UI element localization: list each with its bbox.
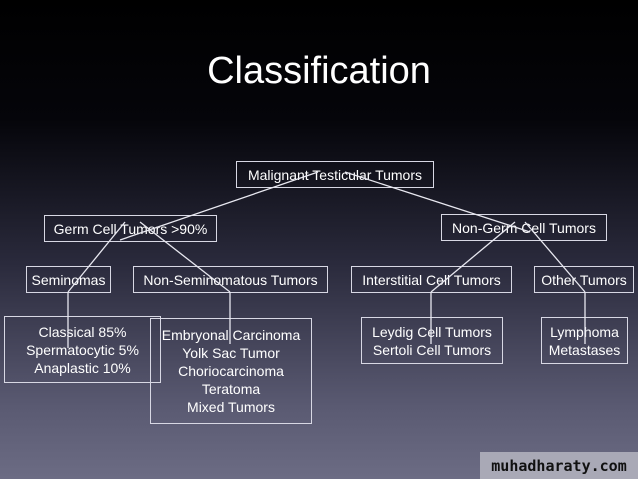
leaf-text: Yolk Sac Tumor — [182, 345, 280, 361]
node-malignant-testicular-tumors: Malignant Testicular Tumors — [236, 161, 434, 188]
leaf-text: Classical 85% — [38, 323, 127, 340]
node-other-tumors: Other Tumors — [534, 266, 634, 293]
leaf-text: Teratoma — [201, 381, 261, 397]
leaf-text: Anaplastic 10% — [34, 359, 131, 376]
connector — [430, 221, 516, 293]
leaf-text: Mixed Tumors — [187, 399, 275, 415]
leaf-text: Choriocarcinoma — [178, 363, 284, 379]
node-non-germ-cell-tumors: Non-Germ Cell Tumors — [441, 214, 607, 241]
leaf-text: Sertoli Cell Tumors — [372, 341, 492, 358]
leaf-text: Embryonal Carcinoma — [161, 327, 301, 343]
connector — [119, 171, 319, 241]
connector — [67, 221, 126, 293]
connector — [139, 221, 231, 293]
slide-title: Classification — [207, 50, 431, 92]
leaf-text: Spermatocytic 5% — [26, 341, 139, 358]
node-interstitial-types: Leydig Cell Tumors Sertoli Cell Tumors — [361, 317, 503, 364]
connector — [344, 171, 531, 233]
watermark: muhadharaty.com — [480, 452, 638, 479]
node-non-seminomatous-types: Embryonal Carcinoma Yolk Sac Tumor Chori… — [150, 318, 312, 424]
leaf-text: Leydig Cell Tumors — [372, 323, 492, 340]
connector — [524, 221, 586, 293]
node-germ-cell-tumors: Germ Cell Tumors >90% — [44, 215, 217, 242]
leaf-text: Metastases — [548, 341, 621, 358]
node-seminoma-types: Classical 85% Spermatocytic 5% Anaplasti… — [4, 316, 161, 383]
